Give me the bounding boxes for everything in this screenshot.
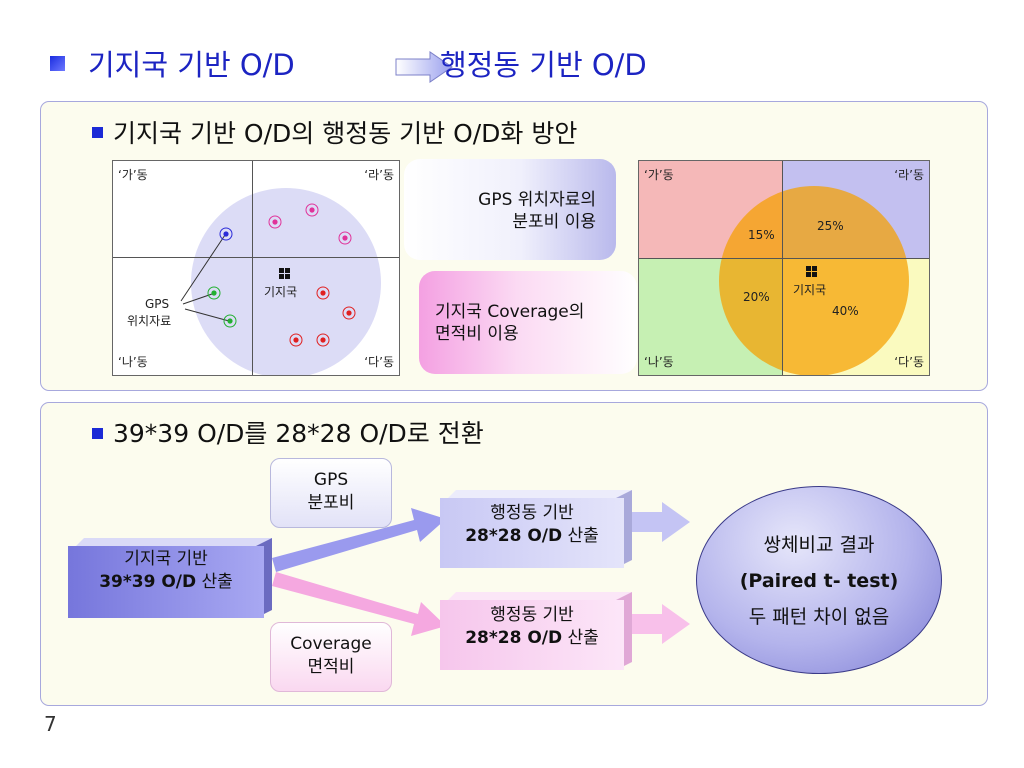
flow-arrow-to-result-upper: [628, 502, 690, 542]
result-upper-line1: 행정동 기반: [490, 503, 574, 523]
right-zone-map: ‘가’동 ‘라’동 ‘나’동 ‘다’동 15% 25% 20% 40% 기지국: [638, 160, 930, 376]
base-station-icon: [806, 266, 817, 277]
page-title-right: 행정동 기반 O/D: [440, 48, 647, 82]
right-map-station-label: 기지국: [793, 283, 827, 297]
coverage-ratio-note: Coverage 면적비: [270, 622, 392, 692]
result-lower-line2-rest: 산출: [562, 628, 599, 648]
section2-title: 39*39 O/D를 28*28 O/D로 전환: [113, 419, 484, 448]
page-title-left: 기지국 기반 O/D: [88, 48, 295, 82]
flow-arrow-to-result-lower: [628, 604, 690, 644]
conclusion-line1: 쌍체비교 결과: [763, 534, 875, 556]
section2-bullet-icon: [92, 428, 103, 439]
gps-point-icon: [316, 286, 330, 300]
left-map-station-label: 기지국: [264, 285, 298, 299]
coverage-area-left: [191, 188, 381, 375]
result-lower-line1: 행정동 기반: [490, 605, 574, 625]
left-zone-map: ‘가’동 ‘라’동 ‘나’동 ‘다’동 기지국 GPS 위치자료: [112, 160, 400, 376]
section1-bullet-icon: [92, 127, 103, 138]
title-bullet-icon: [50, 56, 65, 71]
gps-point-icon: [289, 333, 303, 347]
pct-da: 40%: [832, 304, 859, 318]
gps-point-icon: [268, 215, 282, 229]
conclusion-oval: 쌍체비교 결과 (Paired t- test) 두 패턴 차이 없음: [696, 486, 942, 674]
result-od-box-lower: 행정동 기반 28*28 O/D 산출: [440, 592, 632, 670]
source-line1: 기지국 기반: [124, 549, 208, 569]
base-station-icon: [279, 268, 290, 279]
result-lower-line2-bold: 28*28 O/D: [465, 628, 563, 648]
right-map-corner-ra: ‘라’동: [894, 168, 924, 182]
gps-label-line2: 위치자료: [127, 314, 172, 328]
left-map-corner-na: ‘나’동: [118, 355, 148, 369]
coverage-note-line2: 면적비: [307, 657, 355, 677]
section1-title: 기지국 기반 O/D의 행정동 기반 O/D화 방안: [113, 119, 578, 148]
zone-divider-horizontal: [113, 257, 399, 258]
pct-ga: 15%: [748, 228, 775, 242]
gps-points-layer: [180, 203, 356, 347]
flow-arrow-upper: [272, 508, 446, 572]
pct-ra: 25%: [817, 219, 844, 233]
result-upper-line2-rest: 산출: [562, 526, 599, 546]
callout-gps-ratio: GPS 위치자료의 분포비 이용: [404, 159, 616, 260]
result-od-box-upper: 행정동 기반 28*28 O/D 산출: [440, 490, 632, 568]
source-line2-rest: 산출: [196, 572, 233, 592]
gps-point-icon: [338, 231, 352, 245]
gps-point-icon: [316, 333, 330, 347]
conclusion-line2: (Paired t- test): [739, 570, 899, 592]
gps-point-icon: [342, 306, 356, 320]
callout-coverage-ratio: 기지국 Coverage의 면적비 이용: [419, 271, 637, 374]
left-map-corner-ga: ‘가’동: [118, 168, 148, 182]
conclusion-line3: 두 패턴 차이 없음: [748, 606, 890, 628]
pct-na: 20%: [743, 290, 770, 304]
zone-divider-vertical: [782, 161, 783, 375]
gps-point-icon: [219, 227, 233, 241]
source-line2-bold: 39*39 O/D: [99, 572, 197, 592]
zone-divider-vertical: [252, 161, 253, 375]
callout-gps-line1: GPS 위치자료의: [478, 190, 596, 210]
left-map-corner-ra: ‘라’동: [364, 168, 394, 182]
gps-label-line1: GPS: [145, 297, 170, 311]
callout-coverage-line1: 기지국 Coverage의: [435, 302, 585, 322]
title-arrow-icon: [395, 51, 453, 83]
coverage-area-right: [719, 186, 909, 375]
callout-gps-line2: 분포비 이용: [512, 212, 596, 232]
gps-ratio-note: GPS 분포비: [270, 458, 392, 528]
zone-divider-horizontal: [639, 258, 929, 259]
result-upper-line2-bold: 28*28 O/D: [465, 526, 563, 546]
right-map-corner-da: ‘다’동: [894, 355, 924, 369]
right-map-corner-ga: ‘가’동: [644, 168, 674, 182]
gps-point-icon: [305, 203, 319, 217]
flow-arrow-lower: [272, 572, 446, 636]
left-map-corner-da: ‘다’동: [364, 355, 394, 369]
right-map-corner-na: ‘나’동: [644, 355, 674, 369]
coverage-note-line1: Coverage: [290, 634, 372, 654]
gps-point-icon: [223, 314, 237, 328]
source-od-box: 기지국 기반 39*39 O/D 산출: [68, 538, 272, 618]
callout-coverage-line2: 면적비 이용: [435, 324, 519, 344]
page-number: 7: [44, 712, 57, 736]
gps-note-line2: 분포비: [307, 493, 355, 513]
gps-point-icon: [207, 286, 221, 300]
gps-note-line1: GPS: [313, 470, 349, 490]
